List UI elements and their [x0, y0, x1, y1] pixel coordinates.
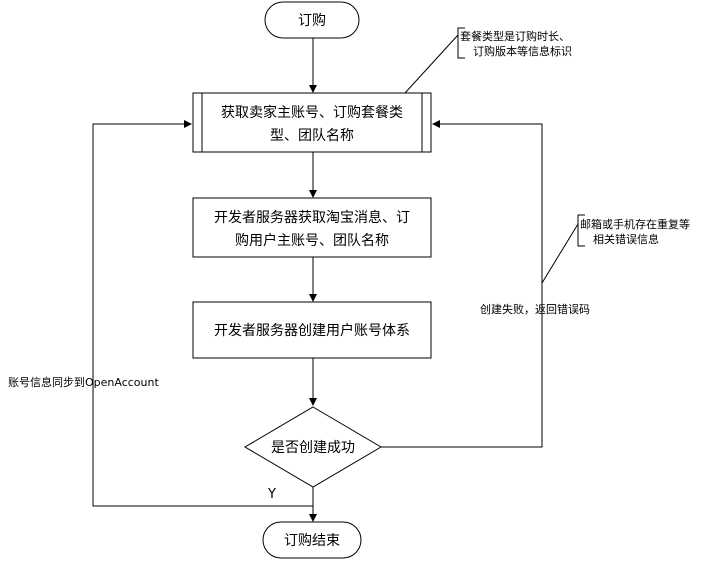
- end-terminator: 订购结束: [262, 521, 362, 559]
- annotation-package-line2: 订购版本等信息标识: [473, 44, 572, 58]
- start-terminator: 订购: [264, 1, 360, 39]
- step1-label-line2: 型、团队名称: [270, 128, 354, 144]
- annotation-error-line2: 相关错误信息: [593, 232, 659, 246]
- step3-label: 开发者服务器创建用户账号体系: [214, 322, 410, 339]
- step-get-seller-account: 获取卖家主账号、订购套餐类 型、团队名称: [192, 92, 432, 153]
- step-get-taobao-message: 开发者服务器获取淘宝消息、订 购用户主账号、团队名称: [192, 197, 432, 258]
- decision-label: 是否创建成功: [271, 440, 355, 456]
- sync-label: 账号信息同步到OpenAccount: [8, 375, 159, 389]
- arrow-failure-loop: [381, 120, 543, 448]
- end-label: 订购结束: [284, 533, 340, 549]
- yes-label: Y: [267, 487, 276, 502]
- start-label: 订购: [298, 13, 326, 29]
- step2-label-line1: 开发者服务器获取淘宝消息、订: [214, 209, 410, 226]
- annotation-error-note: 邮箱或手机存在重复等 相关错误信息: [541, 214, 690, 284]
- step-create-account-system: 开发者服务器创建用户账号体系: [192, 301, 432, 359]
- decision-create-success: 是否创建成功: [244, 406, 382, 488]
- annotation-error-line1: 邮箱或手机存在重复等: [580, 217, 690, 231]
- annotation-package-note: 套餐类型是订购时长、 订购版本等信息标识: [404, 27, 572, 94]
- step2-label-line2: 购用户主账号、团队名称: [235, 232, 389, 249]
- arrow-sync-loop: [92, 120, 313, 507]
- step1-label-line1: 获取卖家主账号、订购套餐类: [221, 104, 403, 121]
- annotation-package-line1: 套餐类型是订购时长、: [460, 29, 570, 43]
- failure-label: 创建失败，返回错误码: [480, 302, 590, 316]
